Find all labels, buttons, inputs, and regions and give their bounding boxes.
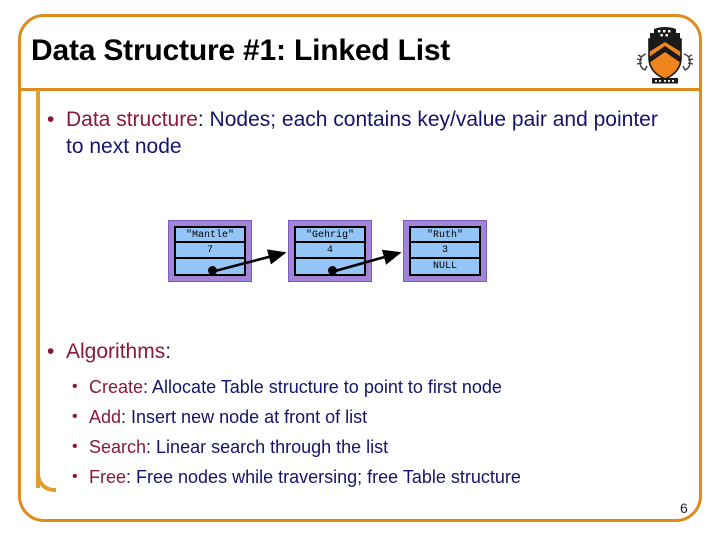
body-accent-bar-foot: [36, 470, 56, 492]
bullet-dot-icon: •: [47, 108, 55, 131]
sub-bullet-create: • Create: Allocate Table structure to po…: [72, 375, 502, 400]
sub-bullet-search: • Search: Linear search through the list: [72, 435, 388, 460]
bullet-algorithms: • Algorithms:: [47, 338, 447, 365]
sub-bullet-search-text: Search: Linear search through the list: [89, 435, 388, 460]
bullet-dot-icon: •: [47, 340, 55, 363]
pointer-arrows: [214, 249, 402, 273]
sub-bullet-free-rest: : Free nodes while traversing; free Tabl…: [126, 467, 521, 487]
princeton-shield-logo: [634, 24, 696, 86]
sub-bullet-search-keyword: Search: [89, 437, 147, 457]
sub-bullet-add: • Add: Insert new node at front of list: [72, 405, 367, 430]
list-node-value: 4: [296, 243, 364, 259]
page-title: Data Structure #1: Linked List: [31, 34, 451, 67]
bullet-dot-icon: •: [72, 408, 78, 425]
sub-bullet-add-text: Add: Insert new node at front of list: [89, 405, 367, 430]
sub-bullet-create-text: Create: Allocate Table structure to poin…: [89, 375, 502, 400]
linked-list-diagram: "Mantle" 7 "Gehrig" 4 "Ruth" 3 NULL: [160, 205, 510, 300]
list-node-next: NULL: [411, 258, 479, 274]
sub-bullet-add-keyword: Add: [89, 407, 122, 427]
bullet-algorithms-text: Algorithms:: [66, 338, 447, 365]
list-node-value: 3: [411, 243, 479, 259]
sub-bullet-create-rest: : Allocate Table structure to point to f…: [143, 377, 502, 397]
bullet-algorithms-keyword: Algorithms: [66, 340, 166, 363]
list-node: "Ruth" 3 NULL: [403, 220, 487, 282]
bullet-data-structure-text: Data structure: Nodes; each contains key…: [66, 106, 667, 160]
pointer-dot-icon: [208, 266, 217, 275]
list-node-key: "Ruth": [411, 228, 479, 244]
bullet-algorithms-rest: :: [165, 340, 172, 363]
bullet-dot-icon: •: [72, 438, 78, 455]
list-node-key: "Mantle": [176, 228, 244, 244]
bullet-dot-icon: •: [72, 378, 78, 395]
sub-bullet-free-keyword: Free: [89, 467, 127, 487]
title-divider: [21, 88, 699, 91]
sub-bullet-search-rest: : Linear search through the list: [146, 437, 389, 457]
sub-bullet-create-keyword: Create: [89, 377, 144, 397]
sub-bullet-add-rest: : Insert new node at front of list: [121, 407, 368, 427]
bullet-dot-icon: •: [72, 468, 78, 485]
list-node-value: 7: [176, 243, 244, 259]
bullet-data-structure-rest: : Nodes; each contains key/value pair an…: [66, 108, 658, 158]
sub-bullet-free: • Free: Free nodes while traversing; fre…: [72, 465, 521, 490]
pointer-dot-icon: [328, 266, 337, 275]
body-accent-bar: [36, 90, 40, 488]
bullet-data-structure-keyword: Data structure: [66, 108, 198, 131]
pointer-arrow-2: [334, 249, 402, 273]
page-number: 6: [680, 500, 688, 516]
list-node-inner: "Ruth" 3 NULL: [409, 226, 481, 276]
list-node-key: "Gehrig": [296, 228, 364, 244]
bullet-data-structure: • Data structure: Nodes; each contains k…: [47, 106, 667, 160]
pointer-arrow-1: [214, 249, 287, 273]
sub-bullet-free-text: Free: Free nodes while traversing; free …: [89, 465, 521, 490]
